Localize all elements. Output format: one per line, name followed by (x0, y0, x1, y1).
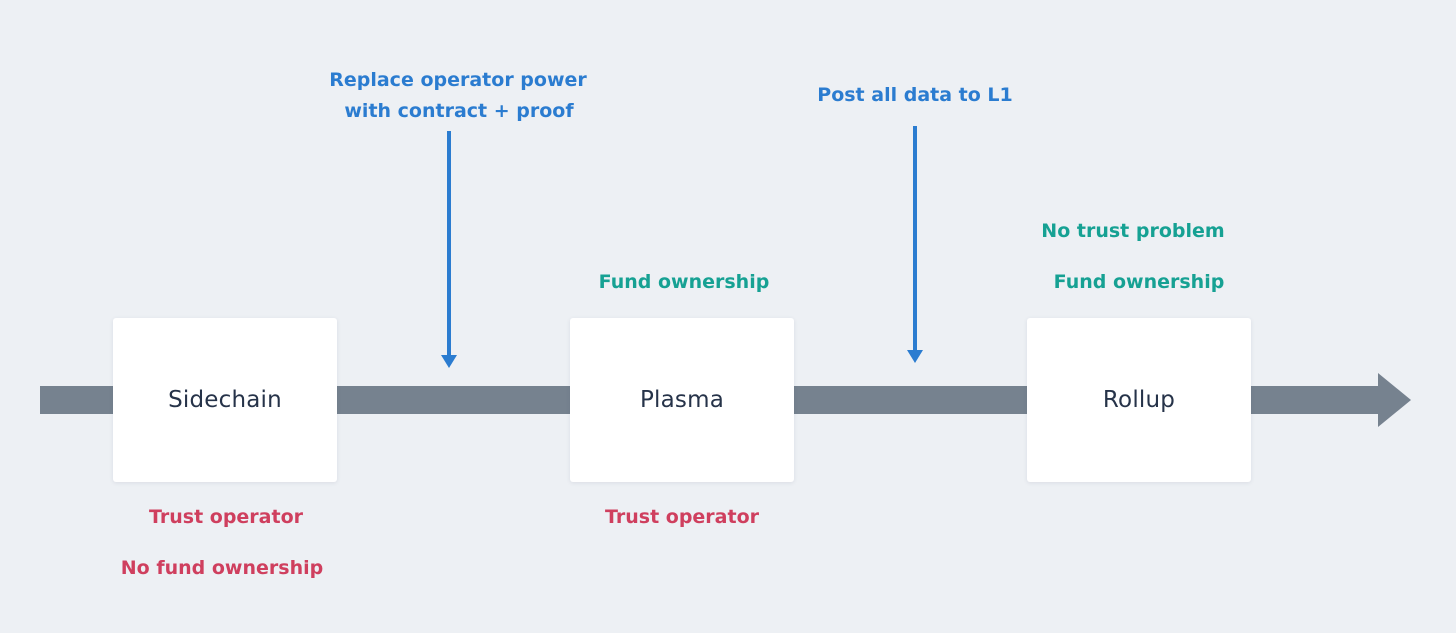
transition-1-down-arrow-line (447, 131, 451, 355)
transition-2-down-arrow-head-icon (907, 350, 923, 363)
plasma-con-trust-operator: Trust operator (604, 506, 760, 528)
stage-label-rollup: Rollup (1102, 387, 1176, 413)
transition-2-label: Post all data to L1 (817, 84, 1013, 106)
transition-1-label-line-2: with contract + proof (344, 100, 574, 122)
stage-box-rollup: Rollup (1027, 318, 1251, 482)
transition-1-label-line-1: Replace operator power (329, 69, 587, 91)
stage-label-sidechain: Sidechain (168, 387, 282, 413)
sidechain-con-trust-operator: Trust operator (148, 506, 304, 528)
transition-2-down-arrow-line (913, 126, 917, 350)
rollup-pro-no-trust-problem: No trust problem (1041, 220, 1225, 242)
rollup-pro-fund-ownership: Fund ownership (1053, 271, 1225, 293)
sidechain-con-no-fund-ownership: No fund ownership (120, 557, 324, 579)
plasma-pro-fund-ownership: Fund ownership (598, 271, 770, 293)
stage-label-plasma: Plasma (639, 387, 725, 413)
stage-box-plasma: Plasma (570, 318, 794, 482)
stage-box-sidechain: Sidechain (113, 318, 337, 482)
transition-1-down-arrow-head-icon (441, 355, 457, 368)
timeline-arrow-head-icon (1378, 373, 1411, 427)
